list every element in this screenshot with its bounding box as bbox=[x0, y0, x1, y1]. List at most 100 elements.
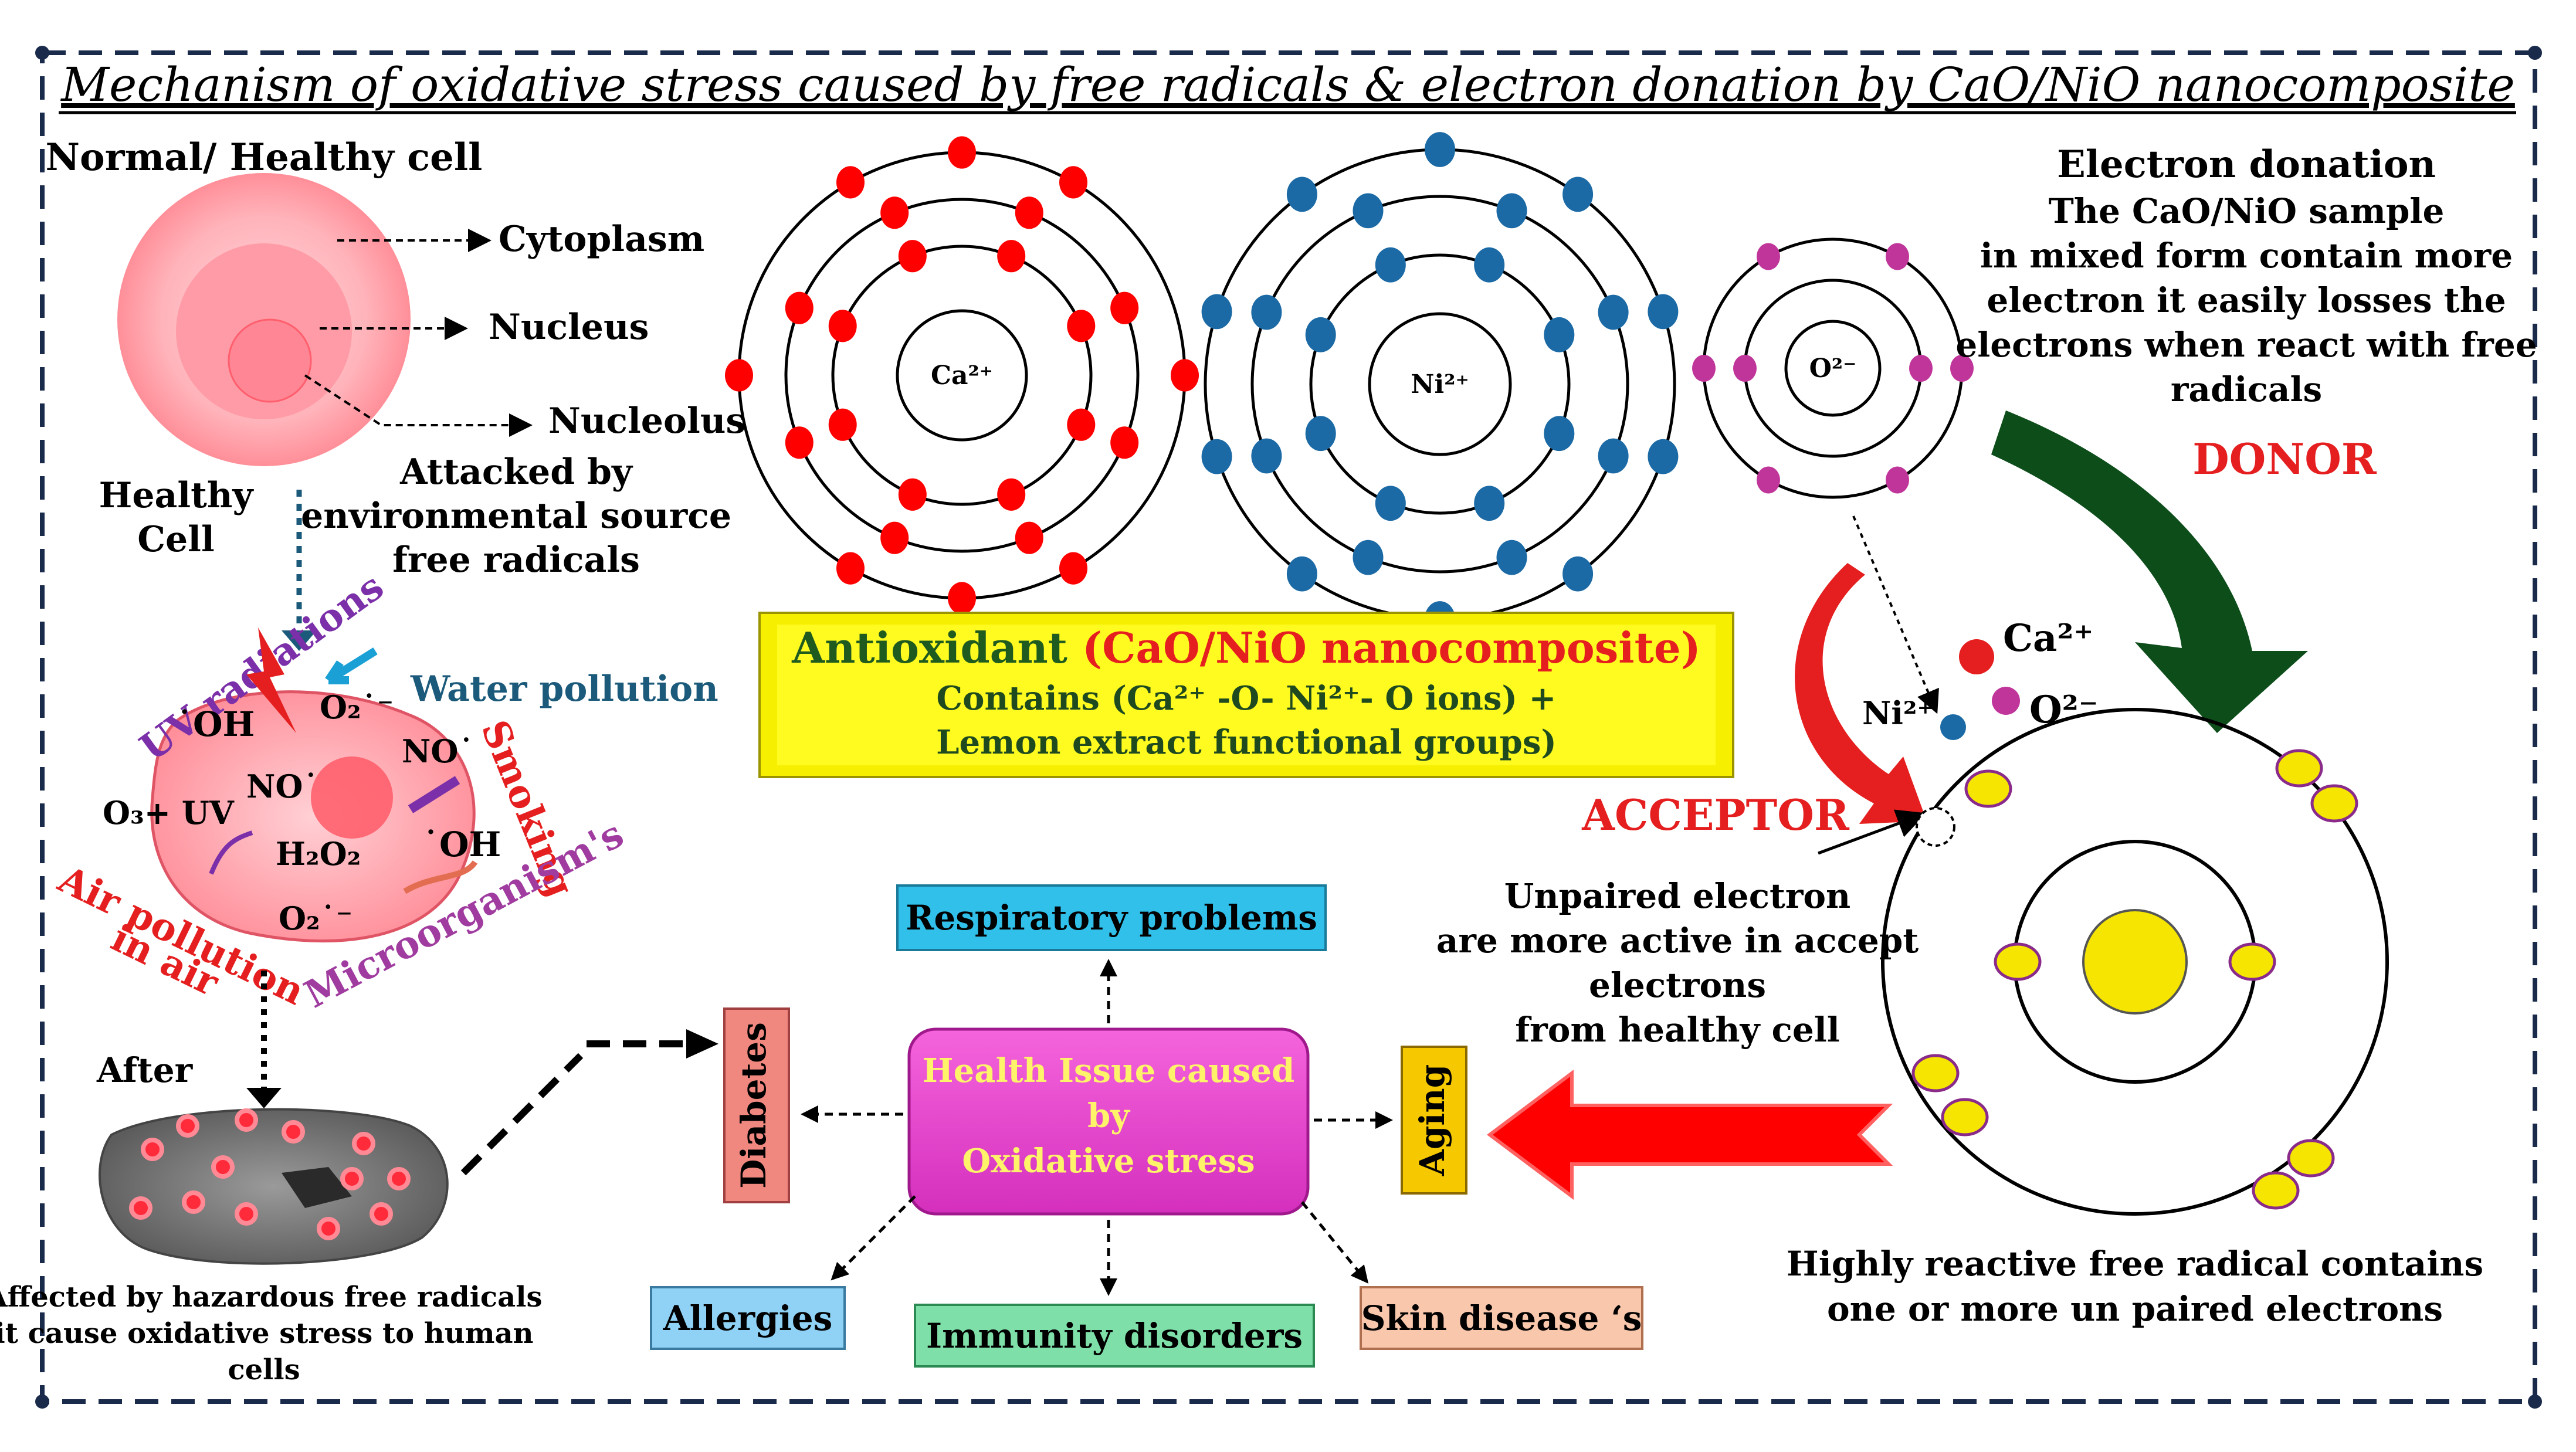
electron bbox=[948, 136, 976, 169]
free-radical-atom bbox=[1881, 708, 2389, 1216]
attack-caption-2: environmental source bbox=[301, 496, 731, 537]
electron bbox=[1286, 556, 1317, 592]
electron bbox=[1474, 247, 1505, 283]
damaged-caption-3: cells bbox=[228, 1353, 300, 1386]
electron bbox=[1648, 294, 1679, 330]
electron bbox=[1496, 540, 1527, 575]
damage-spot bbox=[352, 1132, 375, 1155]
donation-line-5: radicals bbox=[2171, 369, 2322, 409]
species-no-1: NO˙ bbox=[246, 768, 318, 805]
health-connectors bbox=[801, 959, 1393, 1296]
electron bbox=[1110, 291, 1139, 324]
electron bbox=[1305, 317, 1336, 352]
electron bbox=[785, 426, 814, 459]
electron bbox=[898, 478, 927, 511]
donor-arrow bbox=[1991, 411, 2308, 733]
electron bbox=[1886, 466, 1909, 494]
unpaired-line-1: Unpaired electron bbox=[1504, 876, 1850, 916]
respiratory-label: Respiratory problems bbox=[906, 898, 1317, 938]
diabetes-box: Diabetes bbox=[723, 1007, 790, 1203]
unpaired-line-4: from healthy cell bbox=[1515, 1010, 1840, 1050]
donation-line-2: in mixed form contain more bbox=[1980, 236, 2513, 276]
species-h2o2: H₂O₂ bbox=[276, 835, 361, 873]
air-arrow-icon bbox=[209, 830, 253, 875]
unpaired-line-3: electrons bbox=[1589, 965, 1766, 1005]
electron bbox=[1692, 355, 1716, 382]
aging-box: Aging bbox=[1401, 1046, 1467, 1195]
respiratory-box: Respiratory problems bbox=[896, 884, 1327, 951]
damaged-caption-1: Affected by hazardous free radicals bbox=[0, 1281, 542, 1314]
skin-label: Skin disease ‘s bbox=[1361, 1298, 1642, 1338]
allergies-label: Allergies bbox=[663, 1298, 833, 1338]
radical-electron bbox=[1911, 1054, 1960, 1093]
health-center-line-3: Oxidative stress bbox=[962, 1142, 1255, 1180]
radical-electron bbox=[2275, 749, 2323, 788]
damage-spot bbox=[340, 1167, 364, 1190]
electron bbox=[1909, 355, 1933, 382]
electron bbox=[1305, 416, 1336, 452]
electron bbox=[1110, 426, 1139, 459]
antioxidant-line-2: Contains (Ca²⁺ -O- Ni²⁺- O ions) + bbox=[937, 679, 1557, 718]
free-radical-electrons bbox=[1911, 749, 2358, 1210]
ion-ni-label: Ni²⁺ bbox=[1862, 694, 1934, 732]
donation-heading: Electron donation bbox=[2057, 143, 2436, 186]
ion-ca-label: Ca²⁺ bbox=[2003, 616, 2093, 660]
species-o2-1: O₂˙⁻ bbox=[320, 688, 394, 726]
electron bbox=[1067, 310, 1096, 342]
electron bbox=[1375, 486, 1406, 521]
electron bbox=[1201, 294, 1232, 330]
damage-spot bbox=[176, 1114, 199, 1138]
electron bbox=[1286, 177, 1317, 212]
smoking-arrow-icon bbox=[408, 776, 460, 813]
damaged-nucleus bbox=[282, 1167, 352, 1208]
electron bbox=[1425, 132, 1455, 167]
electron bbox=[828, 408, 857, 441]
attack-caption-3: free radicals bbox=[392, 540, 640, 581]
electron bbox=[1886, 243, 1909, 270]
health-center-line-1: Health Issue caused bbox=[923, 1051, 1295, 1090]
species-oh-1: ˙OH bbox=[176, 704, 255, 744]
acceptor-label: ACCEPTOR bbox=[1581, 790, 1850, 840]
microorganism-icon bbox=[403, 860, 478, 894]
ion-o-label: O²⁻ bbox=[2029, 688, 2099, 732]
damage-spot bbox=[211, 1155, 235, 1179]
free-radical-line-2: one or more un paired electrons bbox=[1827, 1289, 2443, 1329]
electron bbox=[1251, 294, 1282, 330]
donation-line-1: The CaO/NiO sample bbox=[2049, 191, 2445, 231]
electron bbox=[1598, 294, 1629, 330]
electron bbox=[1201, 439, 1232, 474]
donation-line-3: electron it easily losses the bbox=[1987, 280, 2506, 320]
radical-electron bbox=[2310, 784, 2358, 823]
electron bbox=[1562, 177, 1594, 212]
species-no-2: NO˙ bbox=[402, 732, 474, 770]
healthy-cell-caption-2: Cell bbox=[137, 519, 215, 560]
electron bbox=[1562, 556, 1594, 592]
acceptor-arrow bbox=[1795, 563, 1927, 824]
antioxidant-box: Antioxidant (CaO/NiO nanocomposite) Cont… bbox=[758, 612, 1734, 778]
radical-electron bbox=[2228, 942, 2276, 981]
electron bbox=[997, 240, 1026, 273]
health-center-line-2: by bbox=[1087, 1097, 1130, 1135]
donation-line-4: electrons when react with free bbox=[1955, 325, 2537, 365]
electron bbox=[828, 310, 857, 342]
damage-spots bbox=[129, 1108, 411, 1240]
species-o3-uv: O₃+ UV bbox=[103, 794, 235, 832]
radical-electron bbox=[1994, 942, 2042, 981]
electron bbox=[997, 478, 1026, 511]
damage-spot bbox=[235, 1202, 258, 1226]
donor-label: DONOR bbox=[2192, 434, 2377, 484]
electron bbox=[836, 166, 865, 199]
unpaired-pointer bbox=[1818, 809, 1927, 855]
antioxidant-title: Antioxidant (CaO/NiO nanocomposite) bbox=[791, 623, 1701, 673]
label-nucleus: Nucleus bbox=[489, 307, 649, 348]
electron bbox=[880, 196, 909, 229]
electron bbox=[1375, 247, 1406, 283]
dashed-arrow-to-diabetes bbox=[460, 1053, 584, 1176]
damage-spot bbox=[317, 1217, 340, 1240]
electron bbox=[1015, 521, 1043, 554]
atom-electrons bbox=[725, 132, 1974, 636]
electron bbox=[1733, 355, 1757, 382]
healthy-cell-nucleolus bbox=[228, 318, 312, 403]
ca-atom: Ca²⁺ bbox=[737, 151, 1187, 600]
electron bbox=[1648, 439, 1679, 474]
